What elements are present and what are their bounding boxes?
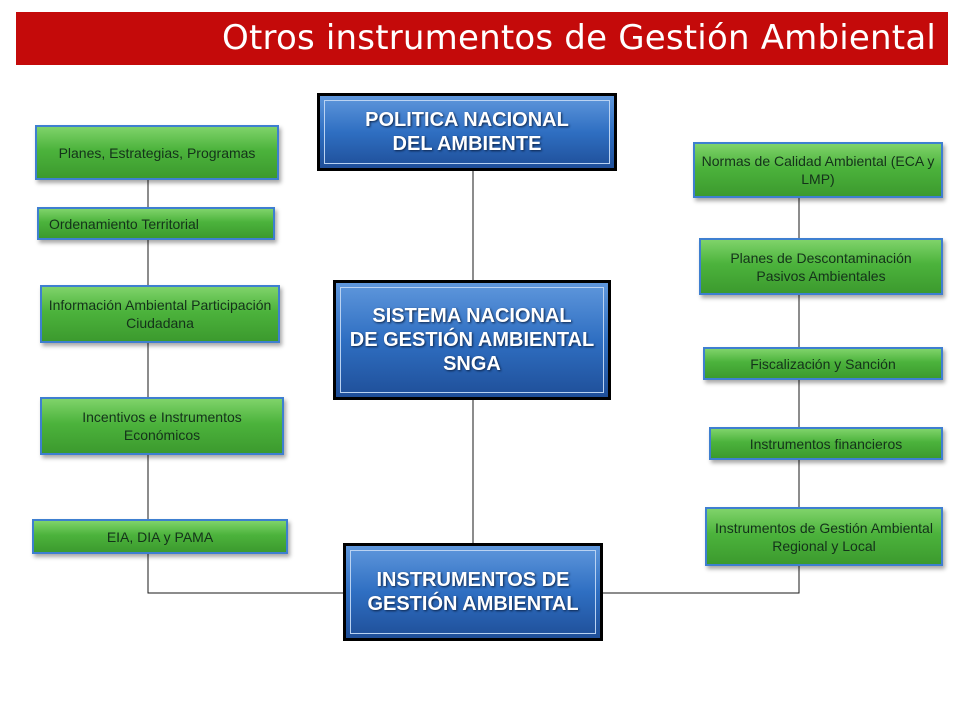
left-item-eia-dia-pama: EIA, DIA y PAMA — [32, 519, 288, 554]
title-bar: Otros instrumentos de Gestión Ambiental — [16, 12, 948, 65]
page-title: Otros instrumentos de Gestión Ambiental — [222, 18, 936, 58]
sistema-nacional-box: SISTEMA NACIONAL DE GESTIÓN AMBIENTAL SN… — [333, 280, 611, 400]
left-item-incentivos: Incentivos e Instrumentos Económicos — [40, 397, 284, 455]
right-item-normas-calidad: Normas de Calidad Ambiental (ECA y LMP) — [693, 142, 943, 198]
left-item-ordenamiento: Ordenamiento Territorial — [37, 207, 275, 240]
connector-right-spine — [601, 197, 800, 594]
right-item-planes-descontaminacion: Planes de Descontaminación Pasivos Ambie… — [699, 238, 943, 295]
right-item-fiscalizacion: Fiscalización y Sanción — [703, 347, 943, 380]
left-item-informacion-ambiental: Información Ambiental Participación Ciud… — [40, 285, 280, 343]
instrumentos-gestion-box: INSTRUMENTOS DE GESTIÓN AMBIENTAL — [343, 543, 603, 641]
instrumentos-gestion-label: INSTRUMENTOS DE GESTIÓN AMBIENTAL — [367, 569, 579, 615]
right-item-gestion-regional-local: Instrumentos de Gestión Ambiental Region… — [705, 507, 943, 566]
politica-nacional-label: POLITICA NACIONAL DEL AMBIENTE — [365, 109, 569, 155]
right-item-instrumentos-financieros: Instrumentos financieros — [709, 427, 943, 460]
sistema-nacional-label: SISTEMA NACIONAL DE GESTIÓN AMBIENTAL SN… — [349, 305, 595, 375]
politica-nacional-box: POLITICA NACIONAL DEL AMBIENTE — [317, 93, 617, 171]
left-item-planes-estrategias: Planes, Estrategias, Programas — [35, 125, 279, 180]
